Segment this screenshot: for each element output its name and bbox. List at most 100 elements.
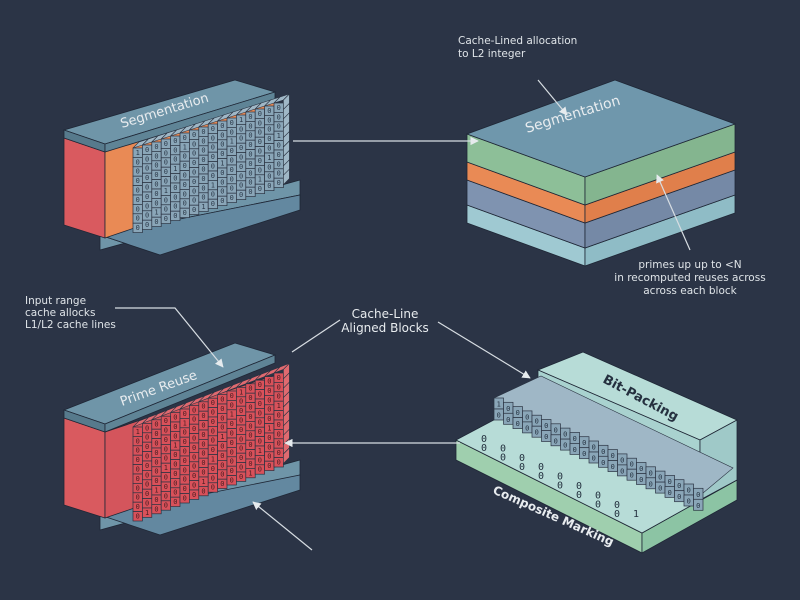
cube-glyph: 0: [230, 392, 234, 400]
cube-glyph: 0: [154, 190, 158, 198]
cube-glyph: 0: [277, 142, 281, 150]
cube-glyph: 0: [544, 433, 548, 441]
marking-bit: 0: [538, 471, 544, 482]
cube-glyph: 0: [145, 221, 149, 229]
cube-glyph: 0: [136, 494, 140, 502]
cube-glyph: 1: [145, 509, 149, 517]
cube-glyph: 0: [183, 476, 187, 484]
cube-glyph: 0: [211, 163, 215, 171]
cube-glyph: 0: [248, 404, 252, 412]
arrow-right-note: [656, 174, 691, 251]
cube-glyph: 1: [183, 143, 187, 151]
cube-glyph: 0: [183, 448, 187, 456]
cube-glyph: 0: [696, 502, 700, 510]
cube-glyph: 0: [677, 482, 681, 490]
annotation-line: Aligned Blocks: [341, 321, 429, 335]
cube-glyph: 0: [220, 122, 224, 130]
cube-glyph: 0: [211, 191, 215, 199]
cube-glyph: 0: [136, 484, 140, 492]
cube-glyph: 0: [192, 406, 196, 414]
cube-glyph: 0: [173, 479, 177, 487]
cube-glyph: 0: [164, 206, 168, 214]
marking-bit: 0: [576, 481, 582, 492]
cube-glyph: 0: [611, 463, 615, 471]
cube-glyph: 0: [525, 424, 529, 432]
cube-glyph: 0: [136, 168, 140, 176]
cube-glyph: 0: [183, 134, 187, 142]
marking-bit: 0: [614, 500, 620, 511]
cube-glyph: 0: [239, 473, 243, 481]
cube-glyph: 0: [164, 168, 168, 176]
cube-glyph: 0: [154, 143, 158, 151]
cube-glyph: 0: [164, 427, 168, 435]
cube-glyph: 1: [258, 176, 262, 184]
cube-glyph: 1: [220, 160, 224, 168]
cube-glyph: 0: [230, 477, 234, 485]
cube-glyph: 0: [230, 401, 234, 409]
cube-glyph: 0: [154, 449, 158, 457]
cube-glyph: 0: [164, 215, 168, 223]
cube-glyph: 1: [258, 447, 262, 455]
cube-glyph: 0: [183, 485, 187, 493]
marking-bit: 0: [481, 434, 487, 445]
cube-glyph: 0: [164, 178, 168, 186]
cube-glyph: 0: [248, 160, 252, 168]
cube-glyph: 0: [230, 147, 234, 155]
cube-glyph: 1: [230, 138, 234, 146]
cube-glyph: 0: [192, 150, 196, 158]
cube-glyph: 0: [248, 188, 252, 196]
cube-glyph: 0: [239, 163, 243, 171]
cube-glyph: 0: [258, 119, 262, 127]
cube-glyph: 0: [277, 113, 281, 121]
cube-glyph: 0: [267, 116, 271, 124]
cube-glyph: 0: [136, 196, 140, 204]
cube-glyph: 0: [145, 174, 149, 182]
cube-glyph: 0: [248, 413, 252, 421]
arrow-center-right: [437, 321, 531, 379]
cube-glyph: 0: [220, 131, 224, 139]
cube-glyph: 0: [563, 431, 567, 439]
cube-glyph: 0: [239, 125, 243, 133]
cube-glyph: 0: [267, 453, 271, 461]
cube-glyph: 0: [258, 129, 262, 137]
cube-glyph: 0: [258, 391, 262, 399]
cube-glyph: 0: [145, 434, 149, 442]
cube-glyph: 0: [154, 440, 158, 448]
cube-glyph: 0: [192, 463, 196, 471]
cube-glyph: 0: [192, 140, 196, 148]
cube-glyph: 0: [192, 178, 196, 186]
annotation-line: cache allocks: [25, 307, 95, 319]
cube-glyph: 0: [164, 445, 168, 453]
cube-glyph: 0: [173, 137, 177, 145]
cube-glyph: 0: [136, 466, 140, 474]
annotation-center: Cache-Line Aligned Blocks: [341, 307, 429, 335]
cube-glyph: 1: [164, 464, 168, 472]
cube-glyph: 0: [201, 450, 205, 458]
arrow-left-note: [115, 307, 224, 368]
cube-glyph: 0: [554, 426, 558, 434]
cube-glyph: 1: [154, 209, 158, 217]
cube-glyph: 0: [220, 480, 224, 488]
cube-glyph: 0: [248, 394, 252, 402]
cube-glyph: 0: [183, 153, 187, 161]
cube-glyph: 0: [687, 487, 691, 495]
cube-glyph: 0: [239, 135, 243, 143]
cube-glyph: 0: [248, 451, 252, 459]
cube-glyph: 0: [277, 412, 281, 420]
cube-glyph: 0: [267, 415, 271, 423]
cube-glyph: 0: [192, 453, 196, 461]
cube-glyph: 0: [173, 193, 177, 201]
cube-glyph: 0: [582, 439, 586, 447]
cube-glyph: 0: [220, 414, 224, 422]
arrow-bottom-left: [252, 501, 313, 551]
marking-bit: 1: [633, 509, 639, 520]
cube-glyph: 0: [154, 458, 158, 466]
cube-glyph: 0: [630, 461, 634, 469]
cube-glyph: 0: [277, 160, 281, 168]
cube-glyph: 0: [230, 448, 234, 456]
cube-glyph: 0: [267, 145, 271, 153]
cube-glyph: 0: [183, 410, 187, 418]
cube-glyph: 1: [277, 402, 281, 410]
cube-glyph: 0: [277, 170, 281, 178]
